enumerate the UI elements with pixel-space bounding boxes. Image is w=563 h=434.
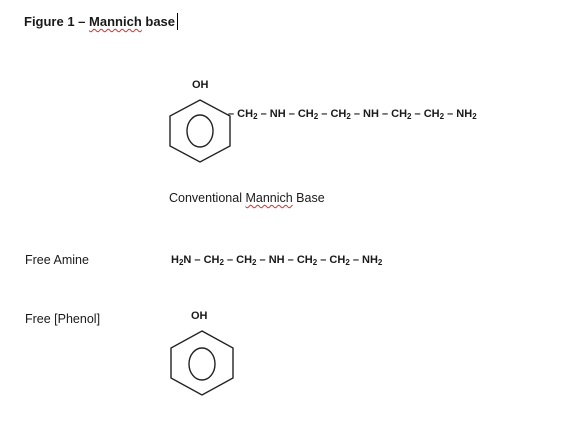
- mannich-chain-subscript: 2: [313, 112, 319, 121]
- mannich-chain-segment: – CH: [411, 108, 440, 120]
- free-phenol-label: Free [Phenol]: [25, 312, 101, 326]
- figure-title-suffix: base: [141, 14, 176, 29]
- amine-formula-subscript: 2: [252, 258, 257, 267]
- amine-formula-subscript: 2: [312, 258, 318, 267]
- mannich-chain-segment: – NH: [444, 108, 473, 120]
- mannich-chain-subscript: 2: [346, 112, 351, 121]
- phenol-benzene-ring: [170, 330, 234, 396]
- mannich-amine-chain: – CH2 – NH – CH2 – CH2 – NH – CH2 – CH2 …: [228, 108, 477, 121]
- amine-formula-segment: H: [171, 254, 179, 266]
- amine-formula-segment: – NH – CH: [256, 254, 313, 266]
- phenol-oh-label: OH: [191, 310, 208, 322]
- amine-formula-segment: – NH: [349, 254, 378, 266]
- mannich-chain-subscript: 2: [472, 112, 477, 121]
- amine-formula-subscript: 2: [345, 258, 350, 267]
- figure-title-prefix: Figure 1 –: [24, 14, 90, 29]
- free-amine-label: Free Amine: [25, 253, 89, 267]
- mannich-chain-segment: – NH – CH: [350, 108, 408, 120]
- mannich-chain-segment: – CH: [318, 108, 347, 120]
- mannich-chain-subscript: 2: [253, 112, 258, 121]
- text-cursor: [177, 13, 179, 30]
- amine-formula-subscript: 2: [377, 258, 383, 267]
- figure-title-term: Mannich: [89, 14, 142, 29]
- mannich-chain-subscript: 2: [439, 112, 445, 121]
- mannich-benzene-ring: [169, 99, 231, 163]
- mannich-caption-term: Mannich: [245, 191, 293, 205]
- mannich-caption-suffix: Base: [292, 191, 325, 205]
- mannich-caption: Conventional Mannich Base: [169, 191, 325, 205]
- amine-formula-segment: – CH: [223, 254, 253, 266]
- amine-formula-segment: N – CH: [183, 254, 220, 266]
- mannich-chain-segment: – CH: [228, 108, 254, 120]
- free-amine-formula: H2N – CH2 – CH2 – NH – CH2 – CH2 – NH2: [171, 254, 383, 267]
- figure-title: Figure 1 – Mannich base: [24, 13, 179, 30]
- amine-formula-subscript: 2: [178, 258, 184, 267]
- mannich-oh-label: OH: [192, 79, 209, 91]
- mannich-chain-segment: – NH – CH: [257, 108, 314, 120]
- amine-formula-subscript: 2: [219, 258, 224, 267]
- mannich-caption-prefix: Conventional: [169, 191, 246, 205]
- amine-formula-segment: – CH: [317, 254, 346, 266]
- mannich-chain-subscript: 2: [407, 112, 412, 121]
